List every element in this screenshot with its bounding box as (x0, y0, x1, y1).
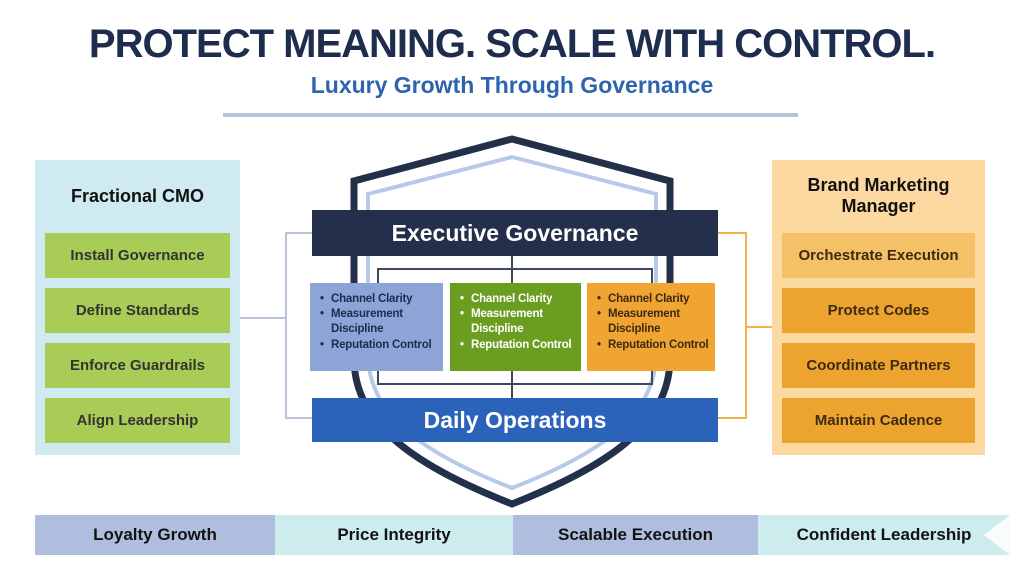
pillar-bullet: Measurement Discipline (320, 307, 437, 337)
pillar-blue: Channel Clarity Measurement Discipline R… (310, 283, 443, 371)
brand-marketing-manager-title: Brand Marketing Manager (807, 175, 950, 216)
pillar-bullet: Reputation Control (320, 338, 437, 353)
pillar-bullet: Channel Clarity (320, 292, 437, 307)
pillar-orange: Channel Clarity Measurement Discipline R… (587, 283, 715, 371)
fractional-cmo-items: Install Governance Define Standards Enfo… (45, 233, 230, 443)
panel-item-align-leadership: Align Leadership (45, 398, 230, 443)
panel-item-enforce-guardrails: Enforce Guardrails (45, 343, 230, 388)
outcome-label: Confident Leadership (796, 525, 972, 544)
fractional-cmo-panel: Fractional CMO Install Governance Define… (35, 160, 240, 455)
panel-item-install-governance: Install Governance (45, 233, 230, 278)
panel-item-define-standards: Define Standards (45, 288, 230, 333)
outcome-label: Price Integrity (337, 525, 451, 544)
arrow-notch-icon (984, 515, 1010, 555)
pillar-bullet: Measurement Discipline (460, 307, 575, 337)
outcome-label: Scalable Execution (558, 525, 713, 544)
page-title: PROTECT MEANING. SCALE WITH CONTROL. (88, 22, 936, 66)
left-connector-bracket (285, 232, 312, 419)
outcome-segment-confident-leadership: Confident Leadership (758, 515, 1010, 555)
top-branch-connector (377, 268, 653, 284)
outcome-segment-price-integrity: Price Integrity (275, 515, 513, 555)
page-subtitle: Luxury Growth Through Governance (310, 72, 714, 98)
outcome-segment-scalable-execution: Scalable Execution (513, 515, 758, 555)
executive-governance-label: Executive Governance (391, 219, 639, 246)
panel-item-orchestrate-execution: Orchestrate Execution (782, 233, 975, 278)
pillar-bullet: Measurement Discipline (597, 307, 709, 337)
panel-item-coordinate-partners: Coordinate Partners (782, 343, 975, 388)
panel-item-maintain-cadence: Maintain Cadence (782, 398, 975, 443)
pillar-bullet: Reputation Control (460, 338, 575, 353)
bottom-branch-connector (377, 371, 653, 385)
right-connector-bracket (718, 232, 747, 419)
daily-operations-bar: Daily Operations (312, 398, 718, 442)
daily-operations-label: Daily Operations (423, 406, 607, 433)
brand-marketing-manager-panel: Brand Marketing Manager Orchestrate Exec… (772, 160, 985, 455)
pillar-bullet: Channel Clarity (460, 292, 575, 307)
pillar-bullet: Reputation Control (597, 338, 709, 353)
pillar-green: Channel Clarity Measurement Discipline R… (450, 283, 581, 371)
title-divider (223, 113, 798, 117)
executive-governance-bar: Executive Governance (312, 210, 718, 256)
brand-marketing-manager-items: Orchestrate Execution Protect Codes Coor… (782, 233, 975, 443)
panel-item-protect-codes: Protect Codes (782, 288, 975, 333)
outcome-segment-loyalty-growth: Loyalty Growth (35, 515, 275, 555)
outcome-bar: Loyalty Growth Price Integrity Scalable … (35, 515, 1010, 555)
pillar-bullet: Channel Clarity (597, 292, 709, 307)
fractional-cmo-title: Fractional CMO (70, 186, 204, 206)
outcome-label: Loyalty Growth (93, 525, 217, 544)
